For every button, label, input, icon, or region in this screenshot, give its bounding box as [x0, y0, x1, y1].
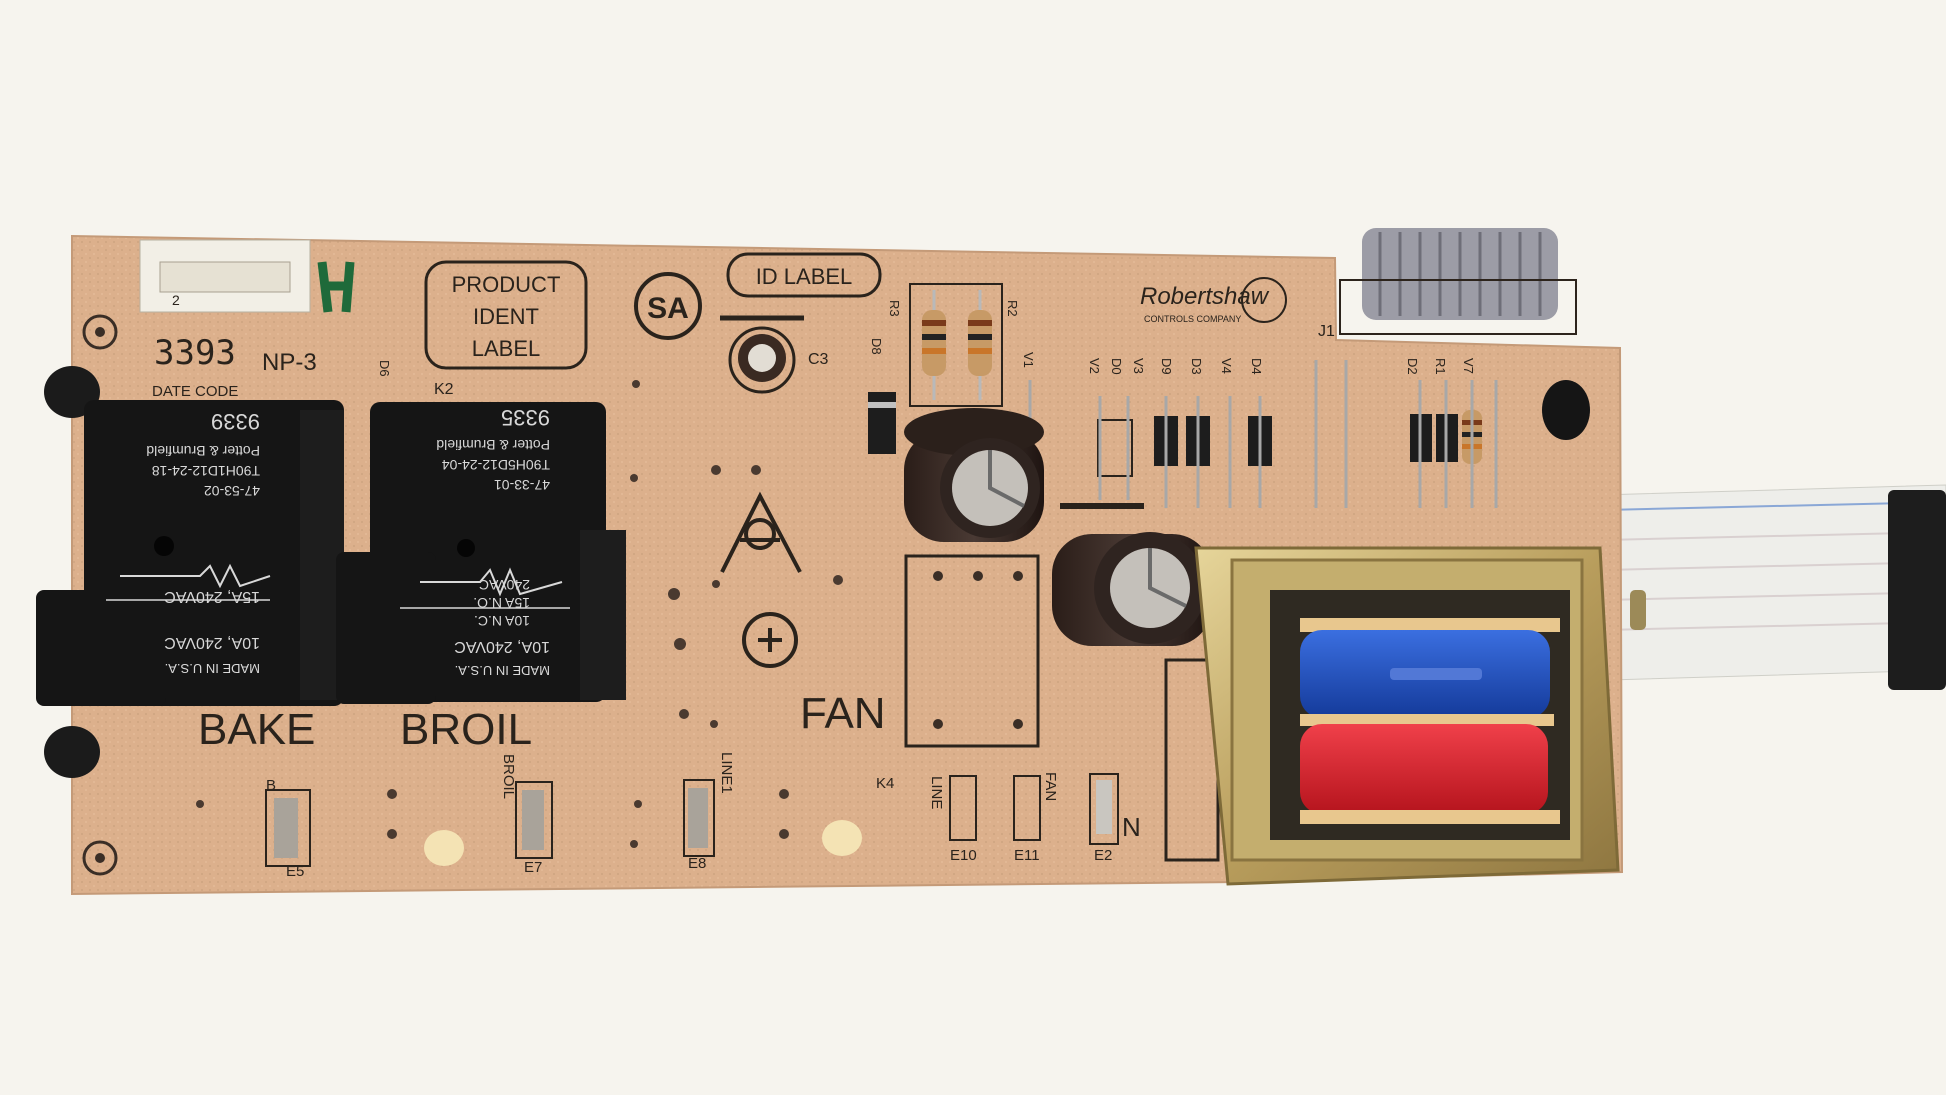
product-ident-line2: IDENT	[473, 304, 539, 329]
brand-logo: Robertshaw	[1140, 283, 1270, 310]
broil-relay-part: 47-33-01	[494, 477, 550, 493]
broil-relay-model: T90H5D12-24-04	[442, 457, 550, 473]
ul-symbol	[720, 491, 802, 668]
csa-mark: SA	[647, 292, 689, 325]
r1-label: R1	[1433, 358, 1448, 375]
brand-sub: CONTROLS COMPANY	[1144, 314, 1241, 324]
date-code-label: DATE CODE	[152, 383, 238, 400]
j1-label: J1	[1318, 323, 1335, 340]
e5-label: E5	[286, 863, 304, 880]
c3-label: C3	[808, 351, 829, 368]
v2-label: V2	[1087, 358, 1102, 374]
d9-label: D9	[1159, 358, 1174, 375]
line1-label: LINE1	[718, 752, 735, 794]
broil-relay-rating3: 15A N.O.	[473, 595, 530, 611]
line-label: LINE	[928, 776, 945, 809]
bake-relay-rating2: 15A, 240VAC	[164, 588, 260, 605]
product-ident-line3: LABEL	[472, 336, 541, 361]
r2-label: R2	[1005, 300, 1020, 317]
terminals	[265, 773, 1119, 867]
mounting-holes	[44, 314, 1590, 876]
bake-relay: MADE IN U.S.A. 10A, 240VAC 15A, 240VAC 4…	[36, 400, 344, 706]
d3-label: D3	[1189, 358, 1204, 375]
np-label: NP-3	[262, 349, 317, 376]
k4-label: K4	[876, 775, 894, 792]
marker-scribble	[317, 261, 355, 313]
brand-emblem	[1241, 277, 1287, 323]
broil-relay-code: 9335	[501, 405, 550, 430]
r3-label: R3	[887, 300, 902, 317]
transformer	[1164, 546, 1646, 886]
ribbon-connector	[1888, 490, 1946, 690]
broil-terminal-label: BROIL	[500, 754, 517, 799]
white-connector: 2	[139, 239, 311, 313]
capacitor-c3	[720, 315, 804, 394]
bake-relay-code: 9339	[211, 409, 260, 434]
product-ident-line1: PRODUCT	[452, 272, 561, 297]
broil-label: BROIL	[400, 705, 532, 754]
broil-relay-maker: Potter & Brumfield	[436, 437, 550, 453]
capacitor-large-1	[904, 408, 1044, 542]
e10-label: E10	[950, 847, 977, 864]
date-code-number: 3393	[154, 333, 236, 373]
d2-label: D2	[1405, 358, 1420, 375]
ribbon-cable	[1599, 484, 1946, 690]
v7-label: V7	[1461, 358, 1476, 374]
v3-label: V3	[1131, 358, 1146, 374]
id-label-box	[726, 252, 882, 298]
component-leads	[1028, 360, 1498, 520]
bake-relay-maker: Potter & Brumfield	[146, 443, 260, 459]
v1-label: V1	[1021, 352, 1036, 368]
fan-terminal-label: FAN	[1042, 772, 1059, 801]
pad-2	[822, 820, 862, 856]
e2-label: E2	[1094, 847, 1112, 864]
e7-label: E7	[524, 859, 542, 876]
pad-1	[424, 830, 464, 866]
k2-label: K2	[434, 381, 454, 398]
fan-relay-pads	[933, 571, 1023, 729]
svg-text:2: 2	[172, 292, 180, 308]
d0-label: D0	[1109, 358, 1124, 375]
id-label: ID LABEL	[756, 264, 853, 289]
bake-label: BAKE	[198, 705, 315, 754]
e8-label: E8	[688, 855, 706, 872]
fan-relay-outline	[904, 554, 1040, 748]
n-label: N	[1122, 812, 1141, 842]
bake-relay-made-in: MADE IN U.S.A.	[165, 661, 260, 676]
e11-label: E11	[1014, 847, 1040, 864]
product-ident-box	[424, 260, 588, 370]
bake-relay-model: T90H1D12-24-18	[152, 463, 260, 479]
b-label: B	[266, 777, 276, 794]
capacitor-large-2	[1052, 503, 1212, 646]
component-designators: D6 R3 R2 D8 V1 V2 D0 V3 D9 D3 V4 D4 D2 R…	[377, 300, 1476, 377]
d8-label: D8	[869, 338, 884, 355]
broil-relay-rating2: 10A N.C.	[474, 613, 530, 629]
broil-relay-rating1: 10A, 240VAC	[454, 638, 550, 655]
d6-label: D6	[377, 360, 392, 377]
terminal-labels: B E5 BROIL E7 LINE1 E8 LINE E10 FAN E11 …	[266, 752, 1141, 880]
grey-ribbon-top	[1339, 228, 1577, 335]
bake-relay-rating1: 10A, 240VAC	[164, 634, 260, 651]
v4-label: V4	[1219, 358, 1234, 374]
bake-relay-part: 47-53-02	[204, 483, 260, 499]
csa-logo: SA	[634, 272, 702, 340]
broil-relay: MADE IN U.S.A. 10A, 240VAC 10A N.C. 15A …	[336, 402, 626, 704]
broil-relay-made-in: MADE IN U.S.A.	[455, 663, 550, 678]
fan-label: FAN	[800, 689, 886, 738]
d4-label: D4	[1249, 358, 1264, 375]
